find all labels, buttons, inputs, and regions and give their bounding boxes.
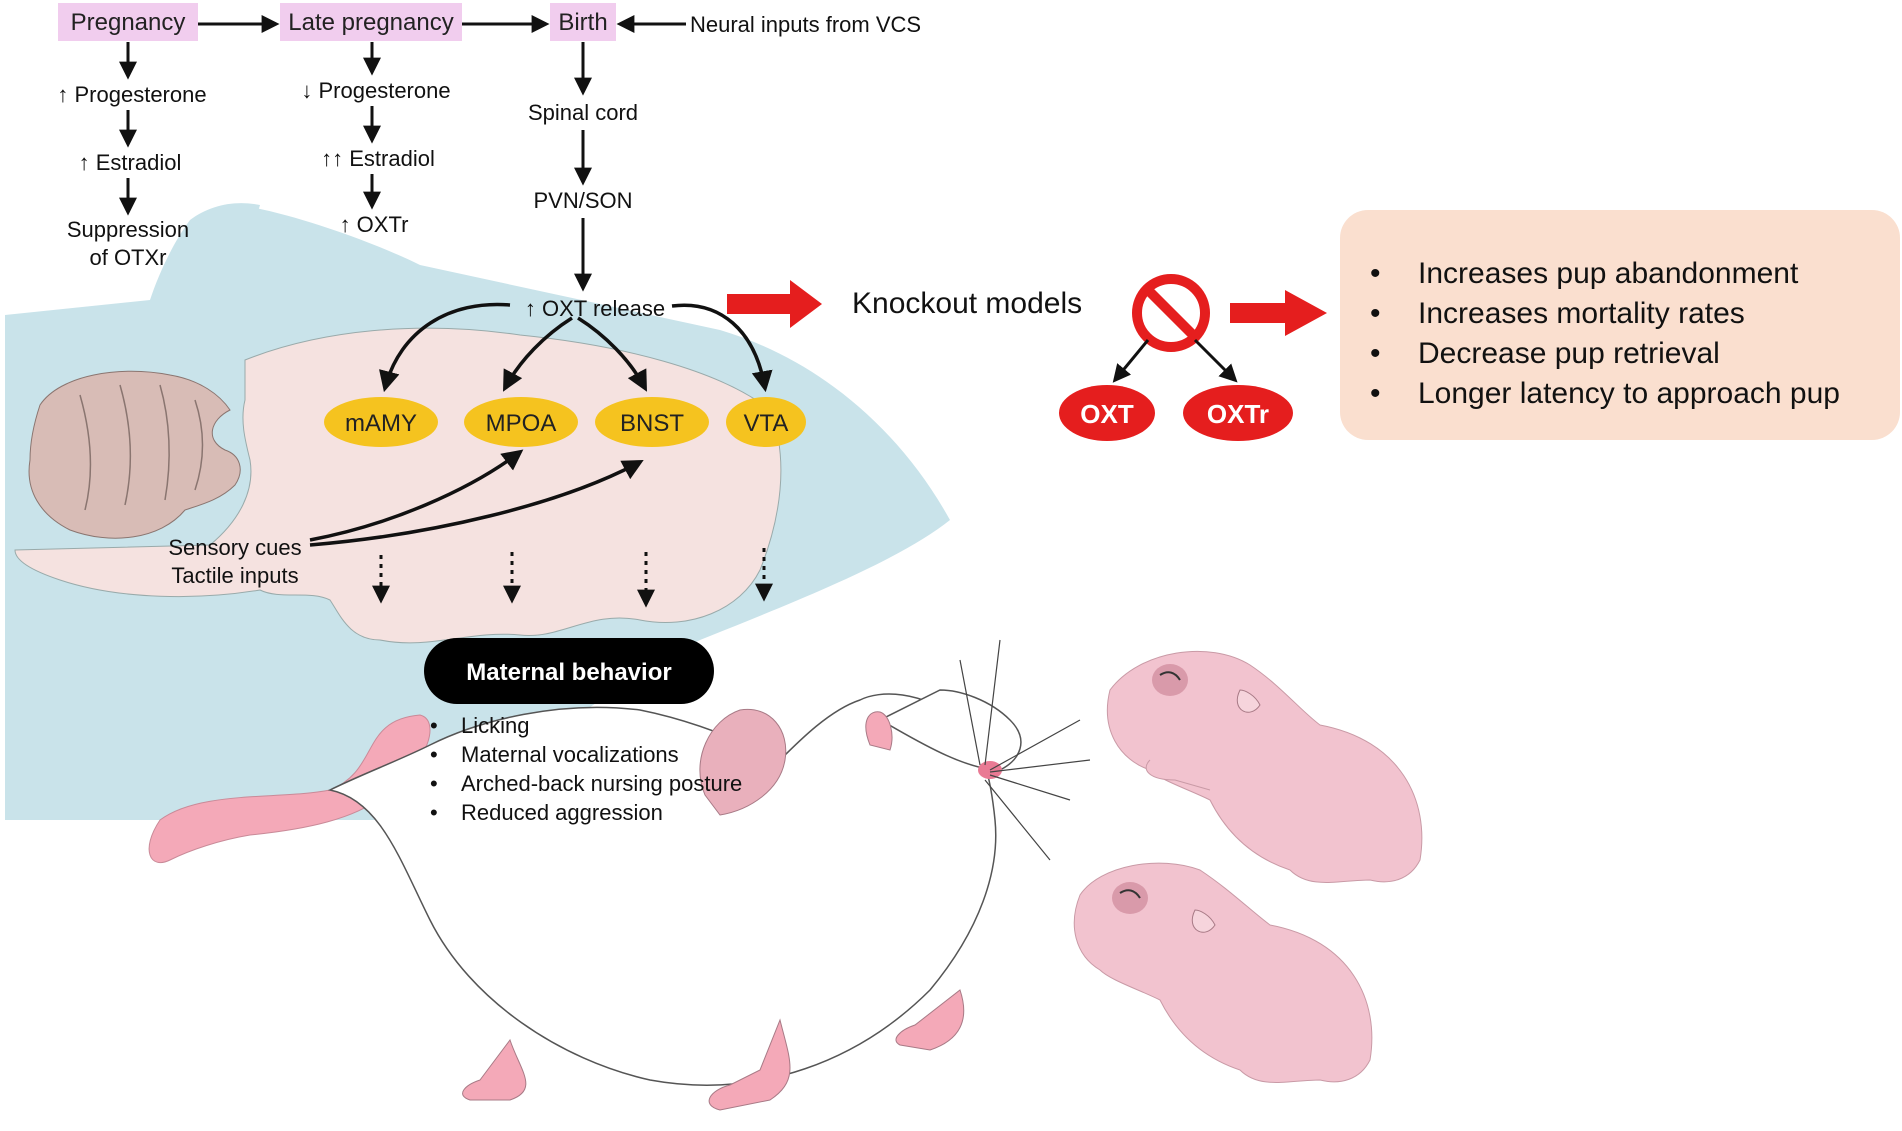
maternal-item-4: Reduced aggression (461, 800, 663, 825)
knockout-arrow (727, 280, 822, 328)
arrow-oxt-to-vta (671, 303, 773, 393)
oxtr-label: OXTr (1207, 399, 1269, 429)
effects-box (1340, 210, 1900, 440)
preg-step-4: of OTXr (89, 245, 166, 270)
region-vta-label: VTA (744, 410, 789, 437)
pup-illustration (1073, 862, 1373, 1083)
maternal-item-1: Licking (461, 713, 529, 738)
sensory-cues-label: Sensory cues (168, 535, 301, 560)
pup-illustration (1106, 650, 1423, 883)
maternal-item-2: Maternal vocalizations (461, 742, 679, 767)
region-bnst-label: BNST (620, 410, 684, 437)
late-step-2: ↑↑ Estradiol (321, 146, 435, 171)
effects-arrow (1230, 290, 1327, 336)
region-mamy (324, 397, 438, 447)
pregnancy-label: Pregnancy (71, 9, 186, 36)
sagittal-skull-top (150, 203, 260, 300)
region-mpoa-label: MPOA (486, 410, 557, 437)
pregnancy-box (58, 3, 198, 41)
maternal-item-bullet-3: • (430, 771, 438, 796)
rat-illustration (148, 639, 1091, 1111)
no-sign-icon (1132, 274, 1210, 352)
region-mpoa (464, 397, 578, 447)
cerebellum-fold (159, 384, 170, 501)
maternal-item-bullet-2: • (430, 742, 438, 767)
cerebellum (28, 370, 241, 539)
brain-outline (14, 327, 782, 644)
effect-bullet-3: • (1370, 337, 1381, 370)
birth-label: Birth (558, 9, 607, 36)
late-pregnancy-label: Late pregnancy (288, 9, 453, 36)
birth-step-1: Spinal cord (528, 100, 638, 125)
cerebellum-fold (79, 394, 92, 511)
oxt-release-label: ↑ OXT release (525, 296, 665, 321)
knockout-models-label: Knockout models (852, 287, 1082, 320)
arrow-oxt-to-mpoa (503, 316, 573, 392)
arrow-to-oxt (1112, 339, 1150, 383)
effect-bullet-4: • (1370, 377, 1381, 410)
preg-step-3: Suppression (67, 217, 189, 242)
late-pregnancy-box (280, 3, 462, 41)
effect-item-1: Increases pup abandonment (1418, 257, 1799, 290)
oxt-label: OXT (1080, 399, 1134, 429)
arrow-oxt-to-mamy (379, 302, 511, 393)
arrow-sensory-to-mpoa (309, 449, 524, 542)
neural-inputs-label: Neural inputs from VCS (690, 12, 921, 37)
late-step-1: ↓ Progesterone (301, 78, 450, 103)
region-bnst (595, 397, 709, 447)
effect-bullet-2: • (1370, 297, 1381, 330)
maternal-item-bullet-4: • (430, 800, 438, 825)
maternal-item-bullet-1: • (430, 713, 438, 738)
maternal-item-3: Arched-back nursing posture (461, 771, 742, 796)
cerebellum-fold (194, 399, 204, 491)
preg-step-2: ↑ Estradiol (79, 150, 182, 175)
tactile-inputs-label: Tactile inputs (171, 563, 298, 588)
effect-item-4: Longer latency to approach pup (1418, 377, 1840, 410)
maternal-behavior-box (424, 638, 714, 704)
preg-step-1: ↑ Progesterone (57, 82, 206, 107)
arrow-sensory-to-bnst (309, 460, 644, 547)
cerebellum-fold (119, 384, 132, 506)
arrow-to-oxtr (1193, 338, 1238, 383)
region-vta (726, 397, 806, 447)
late-step-3: ↑ OXTr (340, 212, 409, 237)
oxt-pill (1059, 385, 1155, 441)
effect-item-3: Decrease pup retrieval (1418, 337, 1720, 370)
birth-step-2: PVN/SON (533, 188, 632, 213)
maternal-behavior-title: Maternal behavior (466, 659, 671, 686)
region-mamy-label: mAMY (345, 410, 417, 437)
birth-box (550, 3, 616, 41)
oxtr-pill (1183, 385, 1293, 441)
effect-item-2: Increases mortality rates (1418, 297, 1745, 330)
arrow-oxt-to-bnst (577, 316, 647, 392)
effect-bullet-1: • (1370, 257, 1381, 290)
